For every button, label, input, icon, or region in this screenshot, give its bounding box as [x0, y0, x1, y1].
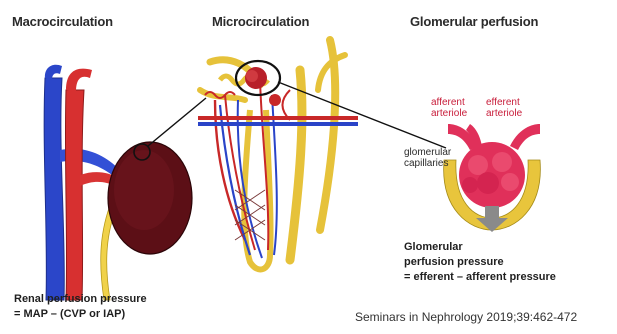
vessels-illustration [44, 65, 120, 300]
capillaries-label-line1: glomerular [404, 147, 451, 158]
glomerular-caption-line1: Glomerular [404, 240, 463, 255]
citation: Seminars in Nephrology 2019;39:462-472 [355, 310, 577, 324]
afferent-label-line1: afferent [431, 97, 465, 108]
efferent-label-line1: efferent [486, 97, 520, 108]
afferent-label-line2: arteriole [431, 108, 467, 119]
zoom-connector-kidney [148, 98, 206, 146]
nephron-illustration [198, 40, 358, 269]
glomerulus-illustration [444, 124, 541, 232]
kidney-illustration [108, 142, 192, 254]
glomerular-caption-line3: = efferent – afferent pressure [404, 270, 556, 285]
capillaries-label-line2: capillaries [404, 158, 448, 169]
renal-perfusion-caption-line1: Renal perfusion pressure [14, 292, 147, 307]
renal-perfusion-caption-line2: = MAP – (CVP or IAP) [14, 307, 125, 322]
glomerular-caption-line2: perfusion pressure [404, 255, 504, 270]
efferent-label-line2: arteriole [486, 108, 522, 119]
